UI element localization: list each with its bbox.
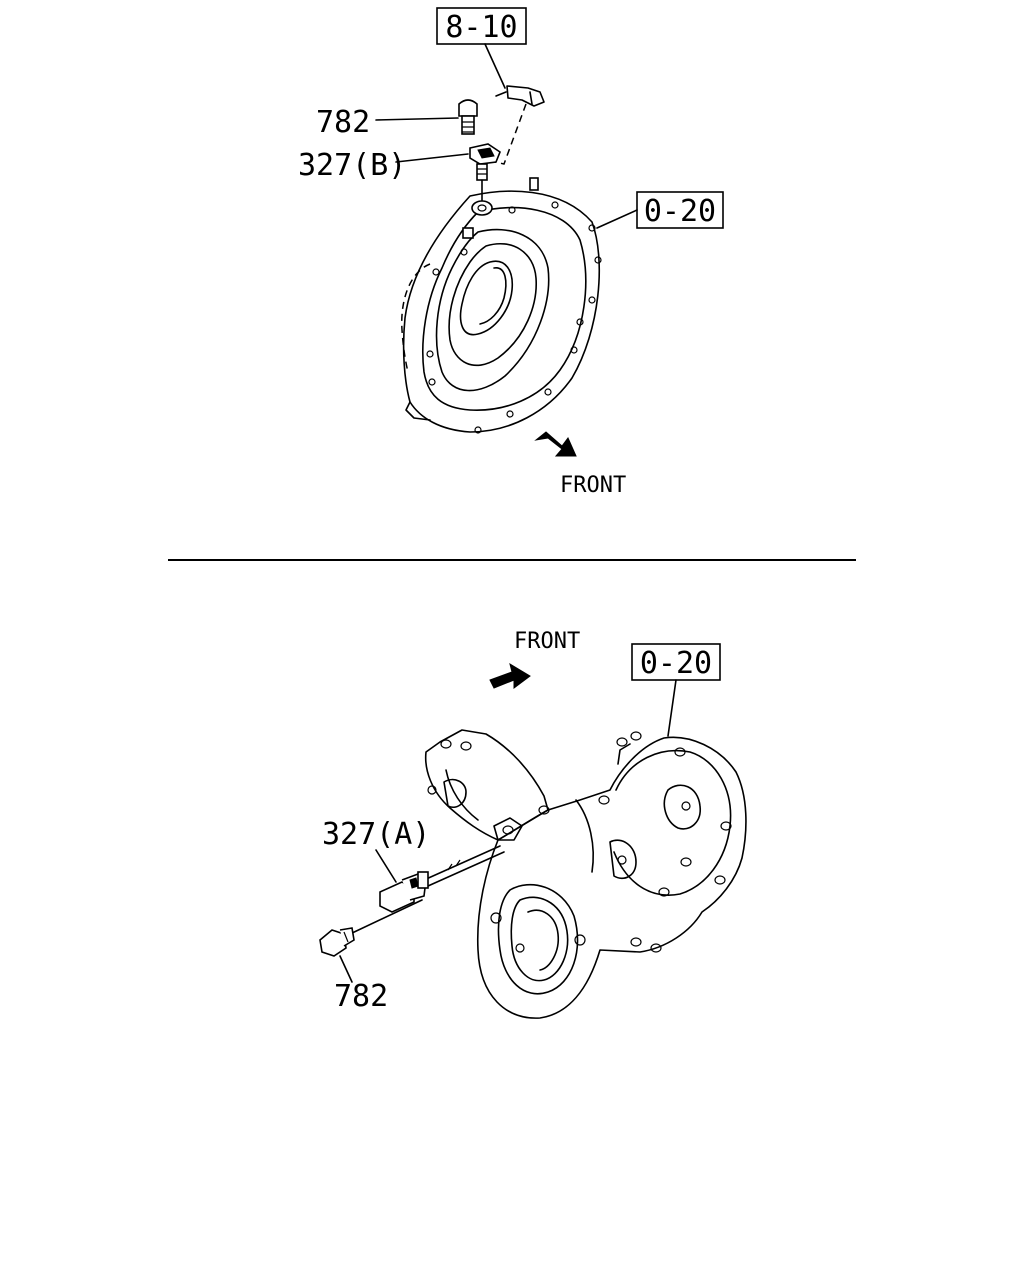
front-arrow-lower: [489, 662, 531, 689]
timing-gear-case: [424, 729, 747, 1019]
ref-box-0-20-upper[interactable]: 0-20: [636, 191, 724, 229]
leader-327b: [395, 153, 469, 163]
ref-8-10-label: 8-10: [445, 10, 517, 45]
ref-box-0-20-lower[interactable]: 0-20: [631, 643, 721, 681]
upper-view: 8-10 782 327(B): [298, 7, 724, 498]
sensor-327a: [379, 871, 429, 913]
ref-0-20-label-upper: 0-20: [644, 194, 716, 229]
front-label-lower: FRONT: [514, 629, 580, 654]
leader-8-10: [484, 43, 506, 89]
leader-0-20-upper: [596, 209, 638, 229]
ref-box-8-10[interactable]: 8-10: [436, 7, 527, 45]
leader-0-20-lower: [667, 679, 677, 737]
flywheel-housing: [401, 177, 602, 434]
bolt-782-lower: [319, 927, 355, 957]
lower-view: FRONT 0-20: [319, 629, 747, 1019]
harness-connector: [495, 85, 545, 107]
part-327b-label[interactable]: 327(B): [298, 148, 406, 183]
front-label-upper: FRONT: [560, 473, 626, 498]
part-782-label-lower[interactable]: 782: [334, 979, 388, 1014]
part-327a-label[interactable]: 327(A): [322, 817, 430, 852]
bolt-782-upper: [458, 99, 478, 135]
sensor-insert-axis: [423, 845, 505, 887]
ref-0-20-label-lower: 0-20: [640, 646, 712, 681]
leader-782-lower: [339, 955, 353, 983]
leader-327a: [375, 849, 397, 883]
front-arrow-upper: [534, 431, 577, 457]
part-782-label[interactable]: 782: [316, 105, 370, 140]
leader-782-upper: [375, 117, 459, 121]
bolt-insert-line: [349, 899, 423, 935]
sensor-327b: [469, 143, 501, 181]
